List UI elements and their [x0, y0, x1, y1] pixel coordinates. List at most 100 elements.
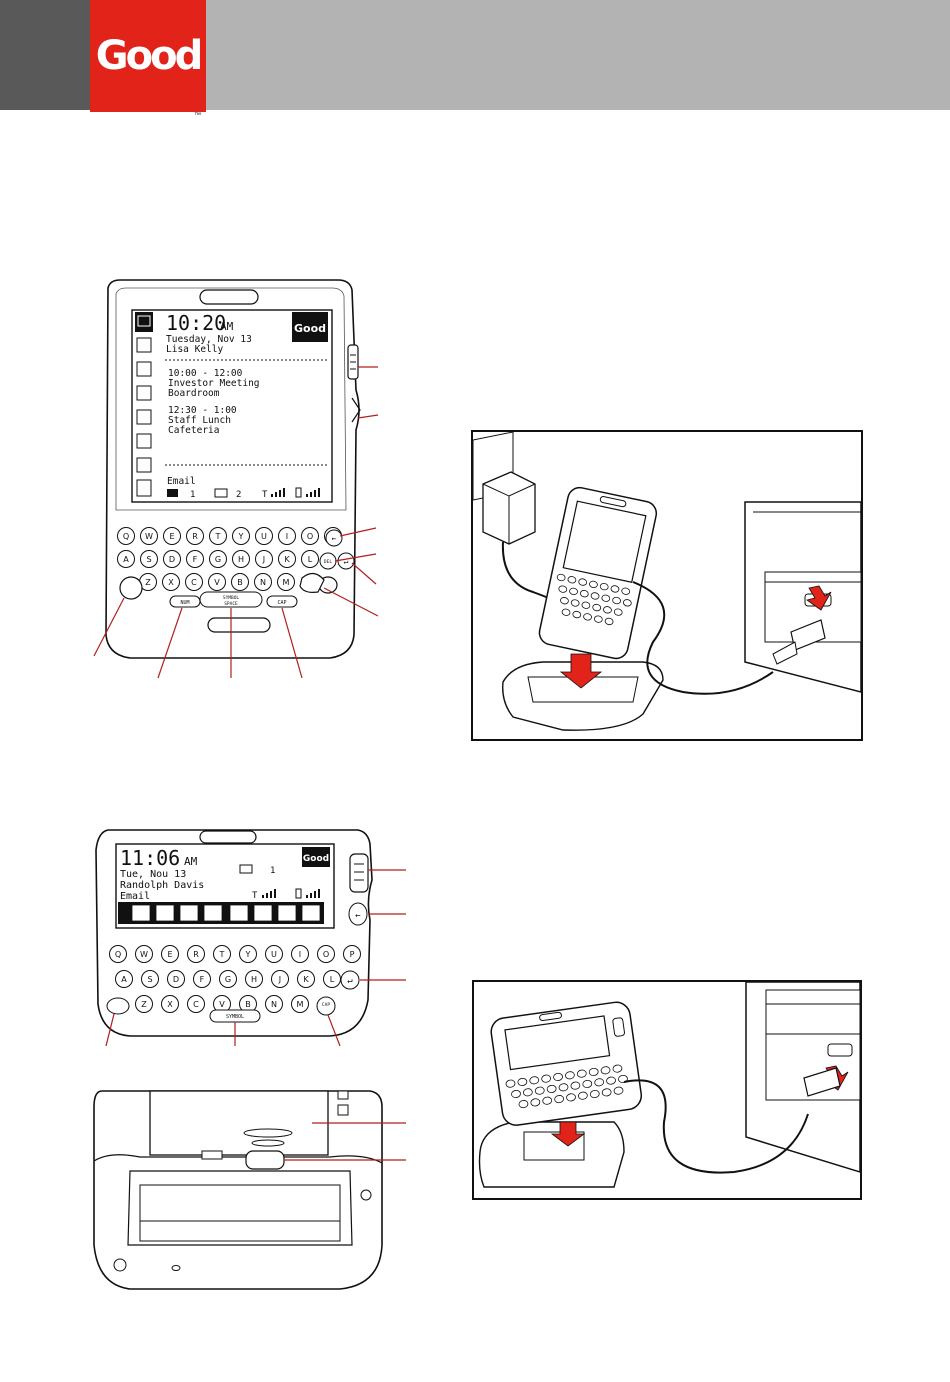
key-f[interactable] [186, 550, 204, 568]
key-label-y: Y [245, 950, 251, 959]
key-y[interactable] [239, 945, 257, 963]
mini-key [577, 1091, 588, 1100]
callout-lines [93, 366, 379, 679]
battery-cover[interactable] [149, 1090, 329, 1156]
mini-key [590, 592, 600, 600]
key-g[interactable] [219, 970, 237, 988]
key-c[interactable] [187, 995, 205, 1013]
key-p[interactable] [343, 945, 361, 963]
calendar-count-2: 1 [270, 866, 275, 876]
trademark-mark: ™ [194, 112, 201, 119]
key-j[interactable] [271, 970, 289, 988]
cap-key-2[interactable] [316, 996, 336, 1016]
trackwheel[interactable] [349, 853, 369, 893]
backspace-key[interactable] [325, 529, 343, 547]
alt-key-2[interactable] [106, 997, 130, 1015]
mini-key [530, 1098, 541, 1107]
key-u[interactable] [265, 945, 283, 963]
enter-key-2[interactable] [340, 970, 360, 990]
key-x[interactable] [162, 573, 180, 591]
key-label-c: C [191, 578, 197, 587]
key-r[interactable] [186, 527, 204, 545]
key-w[interactable] [135, 945, 153, 963]
key-a[interactable] [115, 970, 133, 988]
mini-key [593, 615, 603, 623]
key-w[interactable] [140, 527, 158, 545]
key-c[interactable] [185, 573, 203, 591]
key-label-t: T [215, 532, 221, 541]
key-m[interactable] [277, 573, 295, 591]
key-d[interactable] [163, 550, 181, 568]
key-s[interactable] [140, 550, 158, 568]
mini-key [570, 599, 580, 607]
key-h[interactable] [232, 550, 250, 568]
cover-latch[interactable] [245, 1150, 285, 1170]
event1-time: 10:00 - 12:00 [168, 368, 243, 379]
mini-key [517, 1077, 528, 1087]
key-u[interactable] [255, 527, 273, 545]
mini-key [576, 1069, 587, 1078]
key-y[interactable] [232, 527, 250, 545]
key-k[interactable] [297, 970, 315, 988]
logo-text: Good [95, 33, 203, 79]
key-k[interactable] [278, 550, 296, 568]
key-v[interactable] [208, 573, 226, 591]
key-s[interactable] [141, 970, 159, 988]
key-label-q: Q [123, 532, 129, 541]
mini-key [601, 1088, 612, 1097]
key-j[interactable] [255, 550, 273, 568]
mail-count: 1 [190, 490, 195, 500]
signal-bars [271, 488, 285, 497]
power-key[interactable] [299, 572, 325, 593]
key-z[interactable] [135, 995, 153, 1013]
key-l[interactable] [301, 550, 319, 568]
event2-title: Staff Lunch [168, 415, 231, 426]
key-n[interactable] [254, 573, 272, 591]
key-label-u: U [271, 950, 277, 959]
alt-key[interactable] [119, 576, 143, 600]
key-l[interactable] [323, 970, 341, 988]
screen-date: Tuesday, Nov 13 [166, 334, 252, 345]
key-x[interactable] [161, 995, 179, 1013]
key-h[interactable] [245, 970, 263, 988]
key-t[interactable] [209, 527, 227, 545]
key-label-g: G [215, 555, 221, 564]
key-o[interactable] [317, 945, 335, 963]
key-e[interactable] [161, 945, 179, 963]
key-label-l: L [308, 555, 313, 564]
key-label-g: G [225, 975, 231, 984]
key-e[interactable] [163, 527, 181, 545]
key-m[interactable] [291, 995, 309, 1013]
key-i[interactable] [278, 527, 296, 545]
key-o[interactable] [301, 527, 319, 545]
key-q[interactable] [117, 527, 135, 545]
key-label-v: V [219, 1000, 225, 1009]
key-f[interactable] [193, 970, 211, 988]
key-t[interactable] [213, 945, 231, 963]
key-label-o: O [307, 532, 313, 541]
calendar-icon-2 [239, 864, 253, 874]
space-key[interactable] [199, 591, 263, 608]
key-q[interactable] [109, 945, 127, 963]
key-g[interactable] [209, 550, 227, 568]
mini-key [594, 1078, 605, 1087]
key-i[interactable] [291, 945, 309, 963]
key-label-z: Z [141, 1000, 147, 1009]
mini-key [603, 606, 612, 614]
screen-time: 10:20 [166, 311, 226, 335]
key-a[interactable] [117, 550, 135, 568]
symbol-key-label: SYMBOL [223, 595, 240, 601]
mini-key [553, 1072, 563, 1081]
escape-key-2[interactable] [348, 902, 368, 926]
mini-key [570, 1081, 581, 1090]
cap-key[interactable] [266, 595, 298, 608]
key-d[interactable] [167, 970, 185, 988]
key-r[interactable] [187, 945, 205, 963]
key-label-e: E [169, 532, 174, 541]
mini-key [522, 1088, 533, 1097]
svg-text:↵: ↵ [344, 557, 349, 566]
key-b[interactable] [231, 573, 249, 591]
num-key-label: NUM [180, 600, 189, 606]
event2-place: Cafeteria [168, 425, 219, 436]
key-n[interactable] [265, 995, 283, 1013]
